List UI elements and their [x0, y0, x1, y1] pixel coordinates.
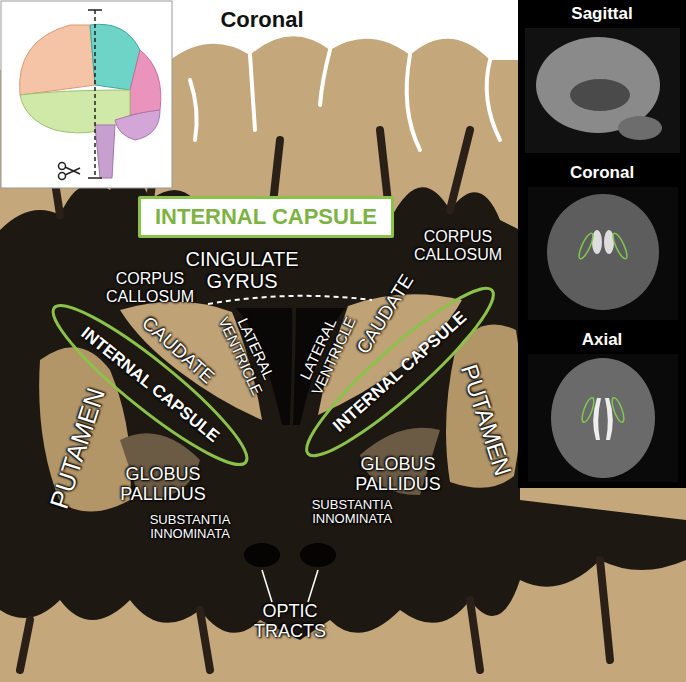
view-label: Coronal	[570, 164, 634, 183]
part-name: SUBSTANTIA INNOMINATA	[130, 513, 250, 542]
leader-line	[262, 570, 272, 602]
panel-ground	[518, 0, 686, 488]
mri-marker	[610, 396, 626, 423]
cut-line	[94, 10, 96, 178]
mri-ventricle	[604, 230, 614, 254]
mri-marker	[576, 232, 595, 261]
cerebellum	[115, 110, 160, 140]
mri-panel	[518, 0, 686, 488]
mri-brain	[570, 79, 630, 111]
mri-image	[525, 28, 680, 153]
mri-image	[528, 187, 678, 320]
corpus-callosum-outline	[208, 296, 372, 304]
mri-brain	[618, 116, 662, 140]
part-name: CINGULATE GYRUS	[182, 248, 302, 292]
part-name: GLOBUS PALLIDUS	[348, 455, 448, 495]
brainstem	[95, 125, 115, 178]
part-name: SUBSTANTIA INNOMINATA	[292, 498, 412, 527]
mri-ventricle	[593, 398, 601, 440]
box-heading: INTERNAL CAPSULE	[155, 204, 377, 230]
putamen-shape	[39, 347, 131, 511]
leader-line	[308, 570, 318, 602]
part-name: PUTAMEN	[456, 361, 517, 479]
mri-marker	[610, 232, 629, 261]
title-box: INTERNAL CAPSULE	[138, 196, 394, 238]
sulci	[190, 50, 500, 150]
part-name: PUTAMEN	[45, 384, 111, 512]
view-label: Sagittal	[571, 5, 632, 24]
icon-frame	[1, 1, 172, 188]
diagram-title: Coronal	[220, 7, 303, 33]
mri-ventricle	[605, 398, 613, 440]
view-label: Axial	[582, 331, 623, 350]
part-name: CORPUS CALLOSUM	[95, 270, 205, 305]
part-name: GLOBUS PALLIDUS	[113, 465, 213, 505]
part-name: CAUDATE	[353, 271, 418, 358]
mri-marker	[580, 396, 596, 423]
part-name: CORPUS CALLOSUM	[398, 228, 518, 263]
part-name: LATERAL VENTRICLE	[214, 304, 282, 400]
scissors-icon	[59, 163, 81, 180]
frontal-lobe	[20, 25, 95, 95]
mri-brain	[547, 194, 659, 310]
part-name: OPTIC TRACTS	[245, 602, 335, 642]
mri-ventricle	[592, 230, 602, 254]
mri-image	[528, 354, 678, 482]
optic-tract-shape	[244, 543, 280, 567]
optic-tract-shape	[300, 543, 336, 567]
white-matter	[0, 172, 686, 640]
brain-icon	[1, 1, 172, 188]
mri-brain	[551, 358, 655, 478]
occipital-lobe	[130, 50, 161, 115]
cut-line	[88, 10, 102, 178]
